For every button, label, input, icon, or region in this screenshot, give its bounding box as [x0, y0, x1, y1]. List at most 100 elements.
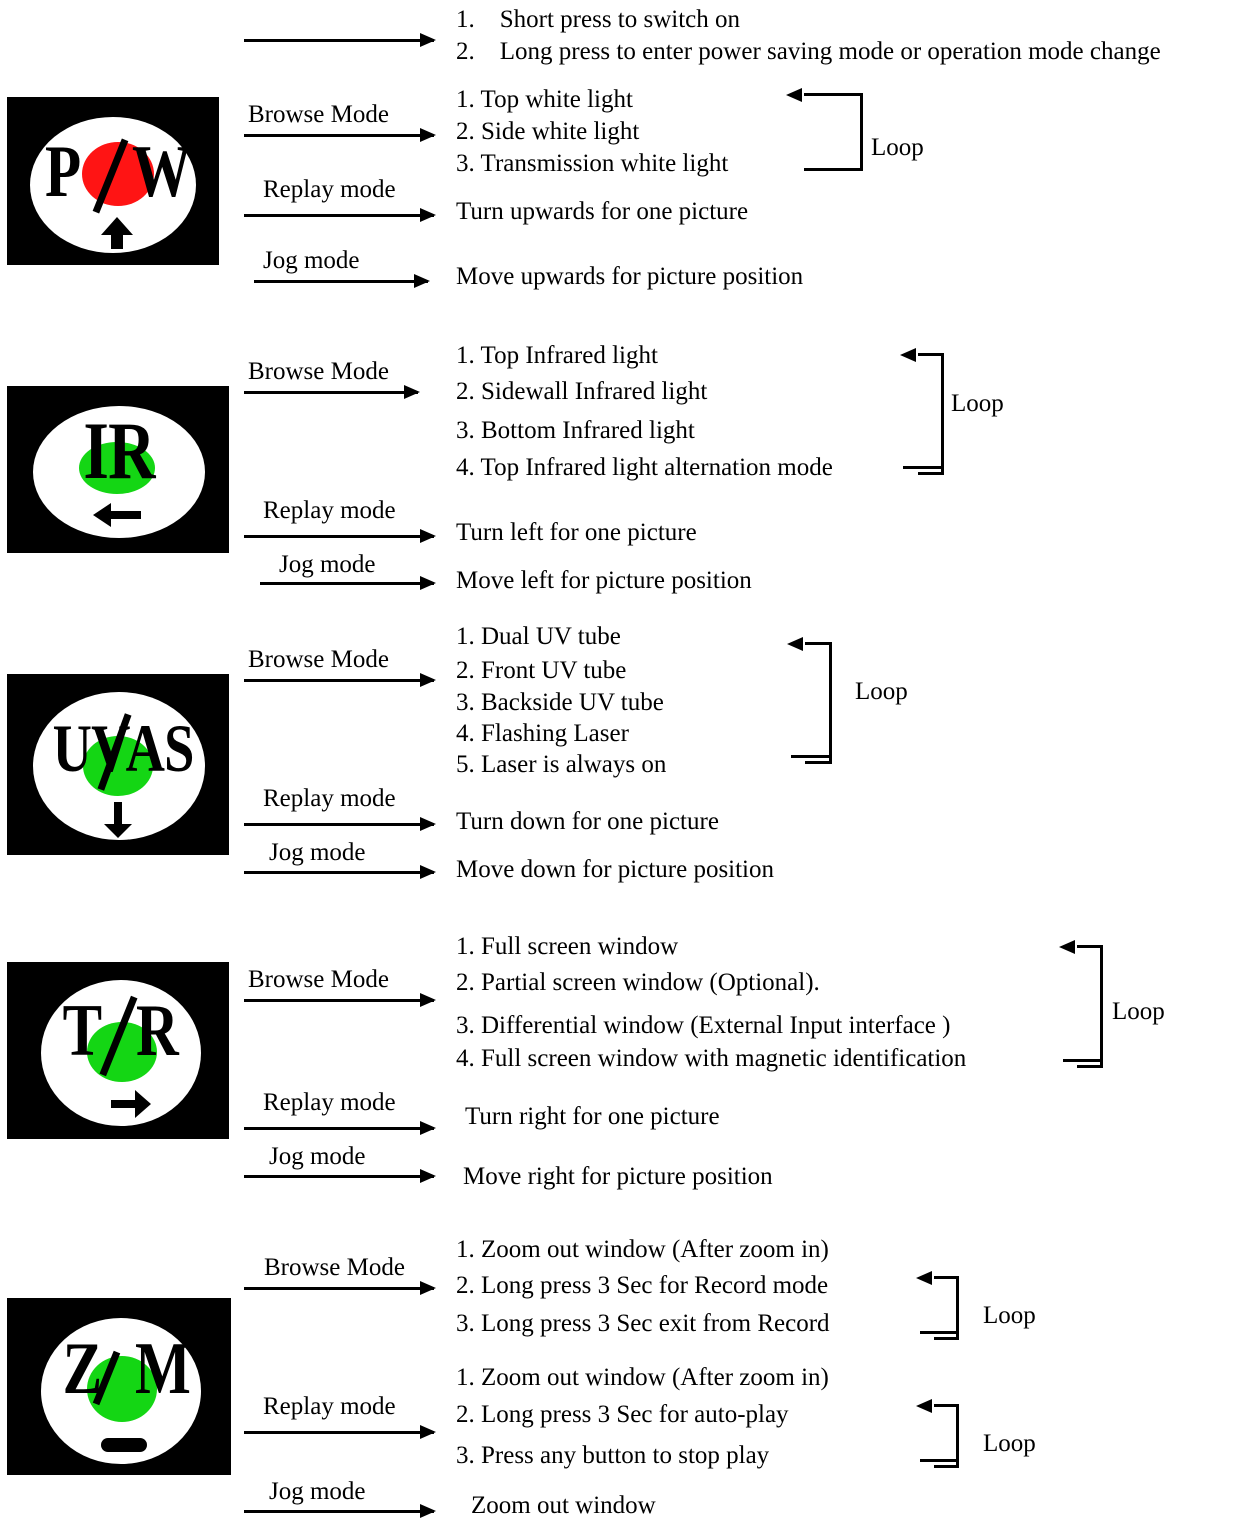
zm-browse-loop-bottom: [920, 1331, 956, 1334]
ir-browse-label: Browse Mode: [248, 358, 389, 385]
pw-letter-p: P: [45, 131, 81, 213]
pw-jog-arrow: [254, 274, 430, 288]
uv-jog-text: Move down for picture position: [456, 856, 775, 883]
uv-letters-left: UV: [52, 710, 131, 786]
pw-browse-arrow: [244, 128, 436, 142]
ir-browse-4: 4. Top Infrared light alternation mode: [456, 454, 833, 481]
pw-replay-arrow: [244, 208, 436, 222]
uv-replay-arrow: [244, 817, 436, 831]
ir-letters: IR: [83, 405, 155, 496]
pw-replay-label: Replay mode: [263, 176, 396, 203]
zm-replay-arrow: [244, 1425, 436, 1439]
pw-browse-1: 1. Top white light: [456, 86, 633, 113]
uv-jog-arrow: [244, 865, 436, 879]
zm-replay-label: Replay mode: [263, 1393, 396, 1420]
ir-loop-bottom: [903, 466, 941, 469]
zm-browse-loop-label: Loop: [983, 1302, 1036, 1329]
uv-browse-5: 5. Laser is always on: [456, 751, 667, 778]
ir-jog-arrow: [260, 576, 436, 590]
tr-replay-arrow: [244, 1121, 436, 1135]
minus-icon: [101, 1438, 147, 1452]
uv-browse-4: 4. Flashing Laser: [456, 720, 629, 747]
power-arrow: [244, 33, 436, 47]
zm-browse-label: Browse Mode: [264, 1254, 405, 1281]
pw-jog-text: Move upwards for picture position: [456, 263, 804, 290]
tr-replay-label: Replay mode: [263, 1089, 396, 1116]
zm-replay-loop-label: Loop: [983, 1430, 1036, 1457]
tr-button-icon: T R: [7, 962, 229, 1139]
zm-replay-loop-bottom: [920, 1459, 956, 1462]
zm-jog-label: Jog mode: [269, 1478, 366, 1505]
tr-replay-text: Turn right for one picture: [465, 1103, 720, 1130]
pw-browse-3: 3. Transmission white light: [456, 150, 729, 177]
uv-browse-label: Browse Mode: [248, 646, 389, 673]
zm-letter-m: M: [135, 1328, 191, 1410]
tr-jog-text: Move right for picture position: [463, 1163, 773, 1190]
zm-browse-loop-bracket: [916, 1271, 959, 1340]
pw-jog-label: Jog mode: [263, 247, 360, 274]
zm-jog-arrow: [244, 1504, 436, 1518]
ir-loop-label: Loop: [951, 390, 1004, 417]
uv-replay-text: Turn down for one picture: [456, 808, 719, 835]
zm-browse-3: 3. Long press 3 Sec exit from Record: [456, 1310, 830, 1337]
zm-replay-3: 3. Press any button to stop play: [456, 1442, 770, 1469]
uv-loop-label: Loop: [855, 678, 908, 705]
zm-button-icon: Z M: [7, 1298, 231, 1475]
pw-loop-label: Loop: [871, 134, 924, 161]
tr-browse-2: 2. Partial screen window (Optional).: [456, 969, 820, 996]
uv-browse-1: 1. Dual UV tube: [456, 623, 621, 650]
tr-loop-bracket: [1059, 940, 1103, 1068]
pw-browse-label: Browse Mode: [248, 101, 389, 128]
arrow-right-icon: [111, 1090, 151, 1118]
ir-button-icon: IR: [7, 386, 229, 553]
tr-jog-label: Jog mode: [269, 1143, 366, 1170]
zm-replay-loop-bracket: [916, 1399, 959, 1468]
ir-replay-label: Replay mode: [263, 497, 396, 524]
uv-jog-label: Jog mode: [269, 839, 366, 866]
zm-replay-2: 2. Long press 3 Sec for auto-play: [456, 1401, 789, 1428]
uv-loop-bracket: [787, 637, 832, 764]
power-item-1: 1. Short press to switch on: [456, 6, 741, 33]
tr-browse-3: 3. Differential window (External Input i…: [456, 1012, 951, 1039]
power-item-2: 2. Long press to enter power saving mode…: [456, 38, 1161, 65]
ir-green-dot: [79, 442, 155, 494]
zm-browse-2: 2. Long press 3 Sec for Record mode: [456, 1272, 829, 1299]
uv-letters-right: AS: [125, 710, 195, 786]
uv-replay-label: Replay mode: [263, 785, 396, 812]
pw-loop-bracket: [786, 88, 863, 171]
tr-browse-1: 1. Full screen window: [456, 933, 679, 960]
zm-jog-text: Zoom out window: [471, 1492, 656, 1519]
tr-jog-arrow: [244, 1169, 436, 1183]
ir-jog-label: Jog mode: [279, 551, 376, 578]
tr-loop-label: Loop: [1112, 998, 1165, 1025]
pw-button-icon: P W: [7, 97, 219, 265]
zm-browse-arrow: [244, 1281, 436, 1295]
uv-browse-arrow: [244, 673, 436, 687]
tr-letter-t: T: [62, 990, 102, 1072]
uv-browse-2: 2. Front UV tube: [456, 657, 627, 684]
ir-browse-arrow: [244, 385, 420, 399]
ir-replay-text: Turn left for one picture: [456, 519, 697, 546]
arrow-up-icon: [101, 217, 133, 249]
pw-replay-text: Turn upwards for one picture: [456, 198, 749, 225]
ir-browse-2: 2. Sidewall Infrared light: [456, 378, 708, 405]
tr-letter-r: R: [136, 990, 179, 1072]
ir-browse-1: 1. Top Infrared light: [456, 342, 658, 369]
pw-browse-2: 2. Side white light: [456, 118, 640, 145]
zm-replay-1: 1. Zoom out window (After zoom in): [456, 1364, 829, 1391]
ir-jog-text: Move left for picture position: [456, 567, 752, 594]
tr-browse-label: Browse Mode: [248, 966, 389, 993]
ir-loop-bracket: [900, 348, 944, 475]
uv-loop-bottom: [791, 755, 829, 758]
uv-browse-3: 3. Backside UV tube: [456, 689, 664, 716]
tr-loop-bottom: [1063, 1059, 1100, 1062]
ir-browse-3: 3. Bottom Infrared light: [456, 417, 695, 444]
pw-letter-w: W: [132, 131, 191, 213]
ir-replay-arrow: [244, 529, 436, 543]
zm-browse-1: 1. Zoom out window (After zoom in): [456, 1236, 829, 1263]
tr-browse-4: 4. Full screen window with magnetic iden…: [456, 1045, 967, 1072]
tr-browse-arrow: [244, 993, 436, 1007]
arrow-down-icon: [104, 802, 132, 838]
arrow-left-icon: [93, 503, 141, 527]
uvas-button-icon: UV AS: [7, 674, 229, 855]
